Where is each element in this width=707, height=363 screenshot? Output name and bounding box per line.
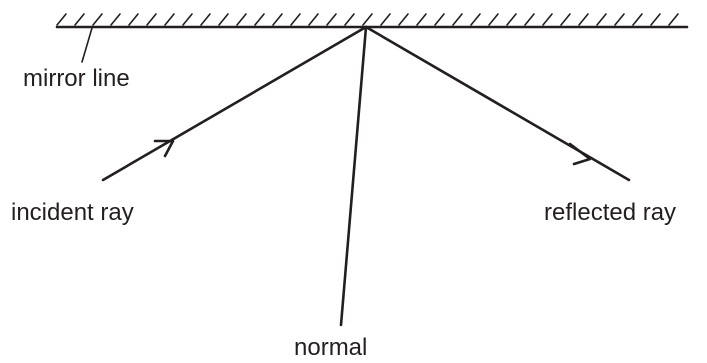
hatch-mark xyxy=(254,13,265,26)
hatch-mark xyxy=(290,13,301,26)
hatch-mark xyxy=(542,13,553,26)
hatch-mark xyxy=(236,13,247,26)
hatch-mark xyxy=(470,13,481,26)
hatch-mark xyxy=(380,13,391,26)
hatch-mark xyxy=(128,13,139,26)
hatch-mark xyxy=(362,13,373,26)
hatch-mark xyxy=(650,13,661,26)
mirror-line-label: mirror line xyxy=(23,65,130,92)
normal-label: normal xyxy=(294,334,367,361)
incident-ray-label: incident ray xyxy=(11,199,134,226)
hatch-mark xyxy=(668,13,679,26)
hatch-mark xyxy=(92,13,103,26)
hatch-mark xyxy=(524,13,535,26)
hatch-mark xyxy=(164,13,175,26)
hatch-mark xyxy=(272,13,283,26)
hatch-mark xyxy=(146,13,157,26)
incident-ray-arrowhead xyxy=(153,139,175,158)
hatch-mark xyxy=(632,13,643,26)
hatch-mark xyxy=(596,13,607,26)
hatch-mark xyxy=(110,13,121,26)
hatch-mark xyxy=(308,13,319,26)
hatch-mark xyxy=(416,13,427,26)
hatch-mark xyxy=(560,13,571,26)
hatch-mark xyxy=(578,13,589,26)
reflected-ray-arrowhead xyxy=(568,142,592,166)
mirror-line-leader xyxy=(81,27,93,63)
hatch-mark xyxy=(434,13,445,26)
hatch-mark xyxy=(398,13,409,26)
incident-ray-line xyxy=(101,25,368,182)
hatch-mark xyxy=(614,13,625,26)
reflected-ray-label: reflected ray xyxy=(544,199,676,226)
hatch-mark xyxy=(488,13,499,26)
hatch-mark xyxy=(56,13,67,26)
hatch-mark xyxy=(326,13,337,26)
hatch-mark xyxy=(344,13,355,26)
hatch-mark xyxy=(218,13,229,26)
hatch-mark xyxy=(452,13,463,26)
hatch-mark xyxy=(200,13,211,26)
hatch-mark xyxy=(74,13,85,26)
normal-line xyxy=(339,25,368,327)
hatch-mark xyxy=(182,13,193,26)
mirror-hatching xyxy=(56,13,679,26)
hatch-mark xyxy=(506,13,517,26)
